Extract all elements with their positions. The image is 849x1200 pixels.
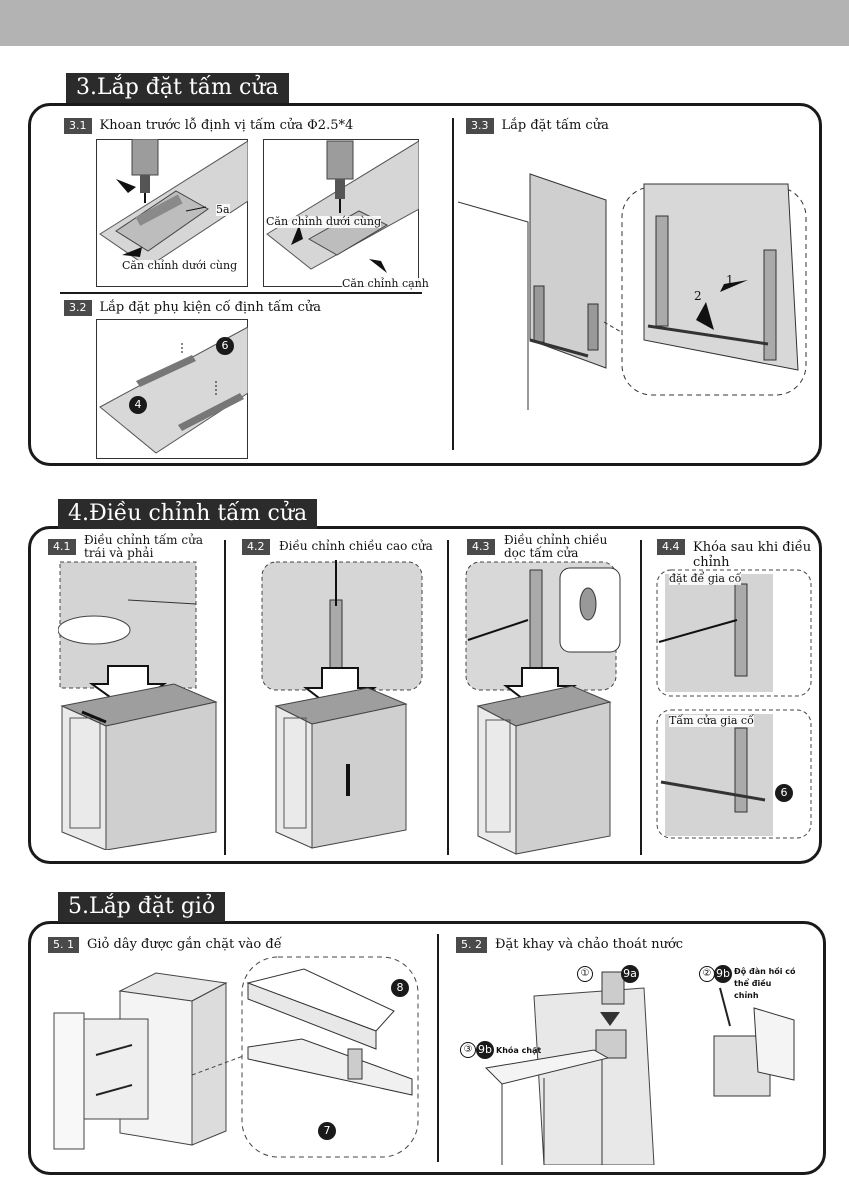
callout-9b-b: 9b: [476, 1041, 494, 1059]
callout-6-step-4-4: 6: [775, 784, 793, 802]
step-3-1-illustration-b: [263, 139, 419, 287]
step-3-1-number: 3.1: [64, 118, 92, 134]
section-4-divider-2: [447, 540, 449, 855]
step-5-1-illustration: [52, 955, 430, 1160]
section-4-title: 4.Điều chỉnh tấm cửa: [58, 499, 318, 529]
step-4-4-illustration: [655, 568, 815, 846]
label-lock: Khóa chặt: [496, 1046, 542, 1055]
step-5-2-illustration: [484, 960, 814, 1165]
step-4-1-number: 4.1: [48, 539, 76, 555]
step-3-1-heading: 3.1 Khoan trước lỗ định vị tấm cửa Φ2.5*4: [64, 118, 353, 134]
step-3-2-number: 3.2: [64, 300, 92, 316]
step-4-2-text: Điều chỉnh chiều cao cửa: [279, 539, 433, 553]
section-5-title: 5.Lắp đặt giỏ: [58, 892, 226, 922]
step-4-1-illustration: [58, 560, 220, 850]
section-4-divider-1: [224, 540, 226, 855]
step-5-1-text: Giỏ dây được gắn chặt vào đế: [87, 937, 282, 952]
section-4-frame: [28, 526, 822, 864]
step-3-3-illustration: [458, 160, 818, 410]
section-5-frame: [28, 921, 826, 1175]
step-4-2-illustration: [260, 560, 426, 850]
section-3-frame: [28, 103, 822, 466]
step-5-2-number: 5. 2: [456, 937, 487, 953]
label-fixed: đặt để gia cố: [669, 572, 742, 585]
callout-6: 6: [216, 337, 234, 355]
top-gray-bar: [0, 0, 849, 46]
step-4-4-number: 4.4: [657, 539, 685, 555]
label-bottom-align-a: Căn chỉnh dưới cùng: [122, 259, 238, 272]
step-5-1-heading: 5. 1 Giỏ dây được gắn chặt vào đế: [48, 937, 282, 953]
step-3-3-heading: 3.3 Lắp đặt tấm cửa: [466, 118, 609, 134]
section-3-divider: [452, 118, 454, 450]
marker-1: ①: [577, 966, 593, 982]
step-4-4-text: Khóa sau khi điều chỉnh: [693, 540, 812, 570]
step-4-3-text: Điều chỉnh chiều dọc tấm cửa: [504, 533, 608, 560]
arrow-2-label: 2: [694, 289, 702, 303]
step-4-1-text: Điều chỉnh tấm cửa trái và phải: [84, 533, 203, 560]
step-4-3-illustration: [464, 560, 628, 856]
step-5-1-number: 5. 1: [48, 937, 79, 953]
callout-9a: 9a: [621, 965, 639, 983]
label-elastic: Độ đàn hồi có thể điều chỉnh: [734, 967, 796, 1000]
callout-7: 7: [318, 1122, 336, 1140]
step-3-2-heading: 3.2 Lắp đặt phụ kiện cố định tấm cửa: [64, 300, 321, 316]
label-door-reinforce: Tấm cửa gia cố: [669, 714, 754, 727]
label-side-align: Căn chỉnh cạnh: [342, 277, 429, 290]
callout-4: 4: [129, 396, 147, 414]
label-bottom-align-b: Căn chỉnh dưới cùng: [266, 215, 382, 228]
step-5-2-text: Đặt khay và chảo thoát nước: [495, 937, 684, 952]
step-3-3-text: Lắp đặt tấm cửa: [501, 118, 609, 133]
step-5-2-heading: 5. 2 Đặt khay và chảo thoát nước: [456, 937, 683, 953]
step-3-3-number: 3.3: [466, 118, 494, 134]
arrow-1-label: 1: [726, 273, 734, 287]
section-5-divider: [437, 934, 439, 1162]
step-4-2-number: 4.2: [242, 539, 270, 555]
step-3-2-text: Lắp đặt phụ kiện cố định tấm cửa: [99, 300, 321, 315]
section-3-title: 3.Lắp đặt tấm cửa: [66, 73, 289, 103]
step-3-1-text: Khoan trước lỗ định vị tấm cửa Φ2.5*4: [99, 118, 354, 133]
section-3-subdivider: [60, 292, 422, 294]
callout-8: 8: [391, 979, 409, 997]
marker-2: ②: [699, 966, 715, 982]
step-4-3-number: 4.3: [467, 539, 495, 555]
section-4-divider-3: [640, 540, 642, 855]
callout-9b-a: 9b: [714, 965, 732, 983]
marker-3: ③: [460, 1042, 476, 1058]
callout-5a: 5a: [216, 203, 230, 216]
